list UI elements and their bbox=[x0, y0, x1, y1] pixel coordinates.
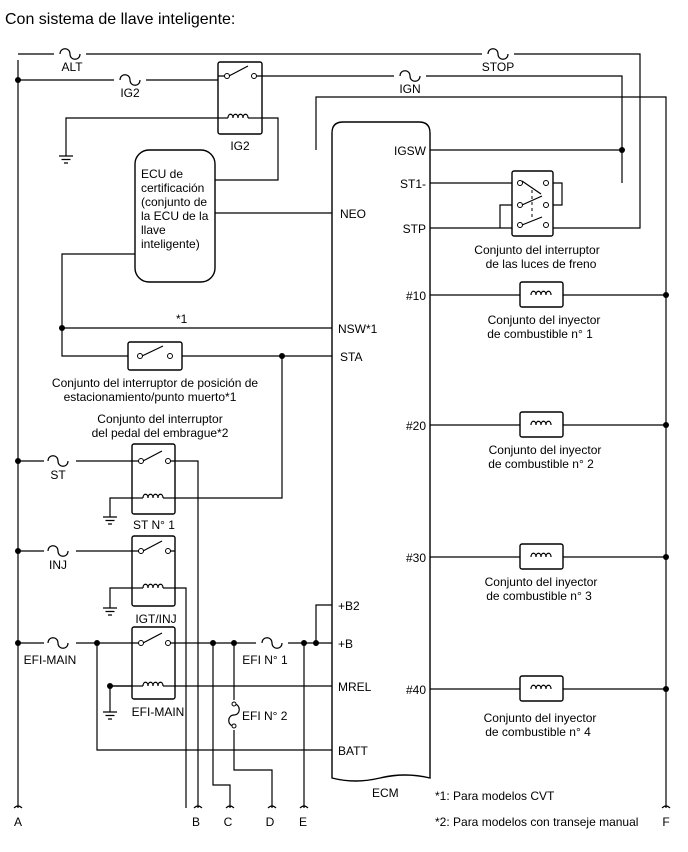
fuse-ig2-label: IG2 bbox=[120, 86, 140, 100]
ecm-pin-stp: STP bbox=[403, 222, 426, 236]
stop-light-switch: Conjunto del interruptor de las luces de… bbox=[474, 170, 600, 271]
ecm-pin-sta: STA bbox=[340, 350, 362, 364]
ecu-cert-line-4: la ECU de la bbox=[141, 209, 209, 223]
fuse-efi1: EFI N° 1 bbox=[242, 637, 288, 667]
ecm: ECM NEO NSW*1 STA +B2 +B MREL BATT IGSW … bbox=[331, 121, 431, 800]
terminal-c: C bbox=[224, 815, 233, 829]
ecu-cert-line-2: certificación bbox=[141, 181, 204, 195]
ecu-cert-line-5: llave bbox=[141, 223, 166, 237]
terminal-d: D bbox=[266, 815, 275, 829]
ecu-cert-line-1: ECU de bbox=[141, 167, 183, 181]
fuse-inj: INJ bbox=[44, 545, 76, 572]
injector-2-label-2: de combustible n° 2 bbox=[488, 457, 594, 471]
injector-1-label-1: Conjunto del inyector bbox=[488, 313, 601, 327]
ecu-cert-line-3: (conjunto de bbox=[141, 195, 207, 209]
ecm-pin-mrel: MREL bbox=[338, 680, 372, 694]
fuse-ig2: IG2 bbox=[114, 74, 146, 100]
stop-switch-label-1: Conjunto del interruptor bbox=[474, 243, 599, 257]
park-neutral-switch: Conjunto del interruptor de posición de … bbox=[52, 341, 258, 404]
injector-1-label-2: de combustible n° 1 bbox=[487, 327, 593, 341]
ground-symbol bbox=[58, 149, 74, 164]
relay-igt-inj-label: IGT/INJ bbox=[135, 612, 176, 626]
injector-3-label-1: Conjunto del inyector bbox=[485, 575, 598, 589]
note-1: *1: Para modelos CVT bbox=[435, 789, 555, 803]
relay-ig2: IG2 bbox=[217, 61, 263, 153]
svg-text:ECU de certificación: ECU de certificación (conjunto de la ECU… bbox=[141, 167, 212, 251]
relay-ig2-label: IG2 bbox=[230, 139, 250, 153]
ground-symbol bbox=[102, 601, 118, 616]
terminal-a: A bbox=[14, 815, 22, 829]
fuse-efi2: EFI N° 2 bbox=[228, 701, 288, 729]
injector-4-label-1: Conjunto del inyector bbox=[484, 711, 597, 725]
stop-switch-label-2: de las luces de freno bbox=[486, 257, 597, 271]
injector-4-label-2: de combustible n° 4 bbox=[485, 725, 591, 739]
fuse-alt: ALT bbox=[54, 48, 86, 74]
injector-1: Conjunto del inyector de combustible n° … bbox=[487, 281, 601, 341]
ecm-pin-40: #40 bbox=[406, 683, 426, 697]
note-2: *2: Para modelos con transeje manual bbox=[435, 815, 638, 829]
relay-st1: ST N° 1 bbox=[131, 443, 176, 532]
fuse-efi2-label: EFI N° 2 bbox=[242, 709, 288, 723]
injector-2: Conjunto del inyector de combustible n° … bbox=[488, 411, 602, 471]
terminal-marks bbox=[13, 805, 671, 809]
park-switch-label-1: Conjunto del interruptor de posición de bbox=[52, 376, 258, 390]
ecm-pin-20: #20 bbox=[406, 419, 426, 433]
fuse-alt-label: ALT bbox=[61, 60, 83, 74]
relay-st1-label: ST N° 1 bbox=[133, 518, 175, 532]
terminal-e: E bbox=[299, 815, 307, 829]
terminal-f: F bbox=[662, 815, 669, 829]
ecm-pin-igsw: IGSW bbox=[394, 144, 427, 158]
injector-4: Conjunto del inyector de combustible n° … bbox=[484, 675, 597, 739]
fuse-efi-main: EFI-MAIN bbox=[24, 637, 77, 667]
fuse-inj-label: INJ bbox=[49, 558, 67, 572]
ecm-pin-10: #10 bbox=[406, 289, 426, 303]
clutch-switch-label-1: Conjunto del interruptor bbox=[97, 412, 222, 426]
ecm-pin-b2: +B2 bbox=[338, 599, 360, 613]
fuse-efi-main-label: EFI-MAIN bbox=[24, 653, 77, 667]
ecm-pin-nsw: NSW*1 bbox=[338, 322, 378, 336]
ecm-pin-batt: BATT bbox=[338, 744, 368, 758]
junction-dots bbox=[15, 77, 669, 692]
ground-symbol bbox=[102, 510, 118, 525]
certification-ecu: ECU de certificación (conjunto de la ECU… bbox=[134, 149, 216, 283]
ecm-pin-b: +B bbox=[338, 637, 353, 651]
terminal-b: B bbox=[192, 815, 200, 829]
ecm-pin-30: #30 bbox=[406, 551, 426, 565]
ecu-cert-line-6: inteligente) bbox=[141, 237, 200, 251]
fuse-ign-label: IGN bbox=[399, 82, 420, 96]
fuse-stop: STOP bbox=[482, 48, 514, 74]
page-title: Con sistema de llave inteligente: bbox=[5, 11, 235, 28]
injector-2-label-1: Conjunto del inyector bbox=[489, 443, 602, 457]
ecm-pin-neo: NEO bbox=[340, 207, 366, 221]
fuse-efi1-label: EFI N° 1 bbox=[242, 653, 288, 667]
fuse-st-label: ST bbox=[50, 468, 66, 482]
park-switch-label-2: estacionamiento/punto muerto*1 bbox=[64, 390, 237, 404]
ground-symbol bbox=[102, 705, 118, 720]
nsw-note-label: *1 bbox=[176, 312, 188, 326]
injector-3-label-2: de combustible n° 3 bbox=[486, 589, 592, 603]
fuse-st: ST bbox=[44, 455, 76, 482]
ecm-pin-st1: ST1- bbox=[400, 177, 426, 191]
ecm-label: ECM bbox=[372, 786, 399, 800]
relay-igt-inj: IGT/INJ bbox=[131, 535, 177, 626]
fuse-ign: IGN bbox=[394, 70, 426, 96]
injector-3: Conjunto del inyector de combustible n° … bbox=[485, 543, 598, 603]
clutch-switch-label-2: del pedal del embrague*2 bbox=[92, 426, 229, 440]
relay-efi-main-label: EFI-MAIN bbox=[132, 705, 185, 719]
relay-efi-main: EFI-MAIN bbox=[131, 626, 185, 719]
fuse-stop-label: STOP bbox=[482, 60, 514, 74]
